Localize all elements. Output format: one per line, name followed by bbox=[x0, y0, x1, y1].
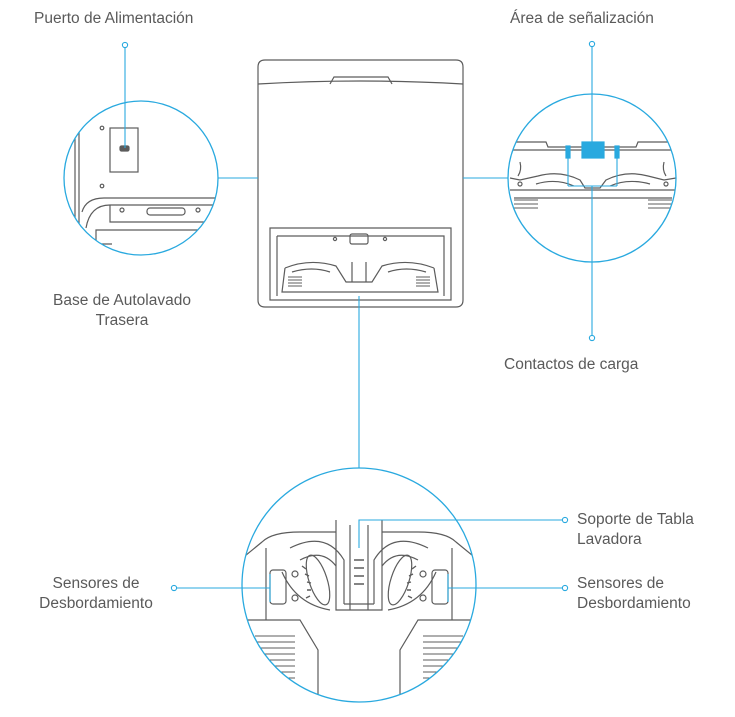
front-zoom-circle bbox=[507, 93, 677, 263]
rear-zoom-circle bbox=[63, 100, 219, 256]
signal-area-label: Área de señalización bbox=[510, 10, 654, 27]
power-port-label: Puerto de Alimentación bbox=[34, 10, 194, 27]
charging-contacts-callout bbox=[567, 158, 618, 342]
signal-area-callout bbox=[588, 40, 596, 142]
mop-holder-callout bbox=[358, 516, 569, 548]
overflow-sensor-right-callout bbox=[447, 574, 569, 602]
washboard-zoom-circle bbox=[241, 467, 477, 703]
overflow-sensors-left-label: Sensores de Desbordamiento bbox=[39, 575, 153, 612]
overflow-sensors-right-label: Sensores de Desbordamiento bbox=[577, 575, 691, 612]
mop-holder-label: Soporte de Tabla Lavadora bbox=[577, 511, 694, 548]
callout-lines bbox=[218, 177, 508, 468]
overflow-sensor-left-callout bbox=[170, 574, 271, 602]
charging-contacts-label: Contactos de carga bbox=[504, 356, 639, 373]
power-port-callout bbox=[121, 41, 129, 148]
rear-base-label: Base de Autolavado Trasera bbox=[53, 292, 191, 329]
base-station-front-view bbox=[257, 59, 464, 308]
